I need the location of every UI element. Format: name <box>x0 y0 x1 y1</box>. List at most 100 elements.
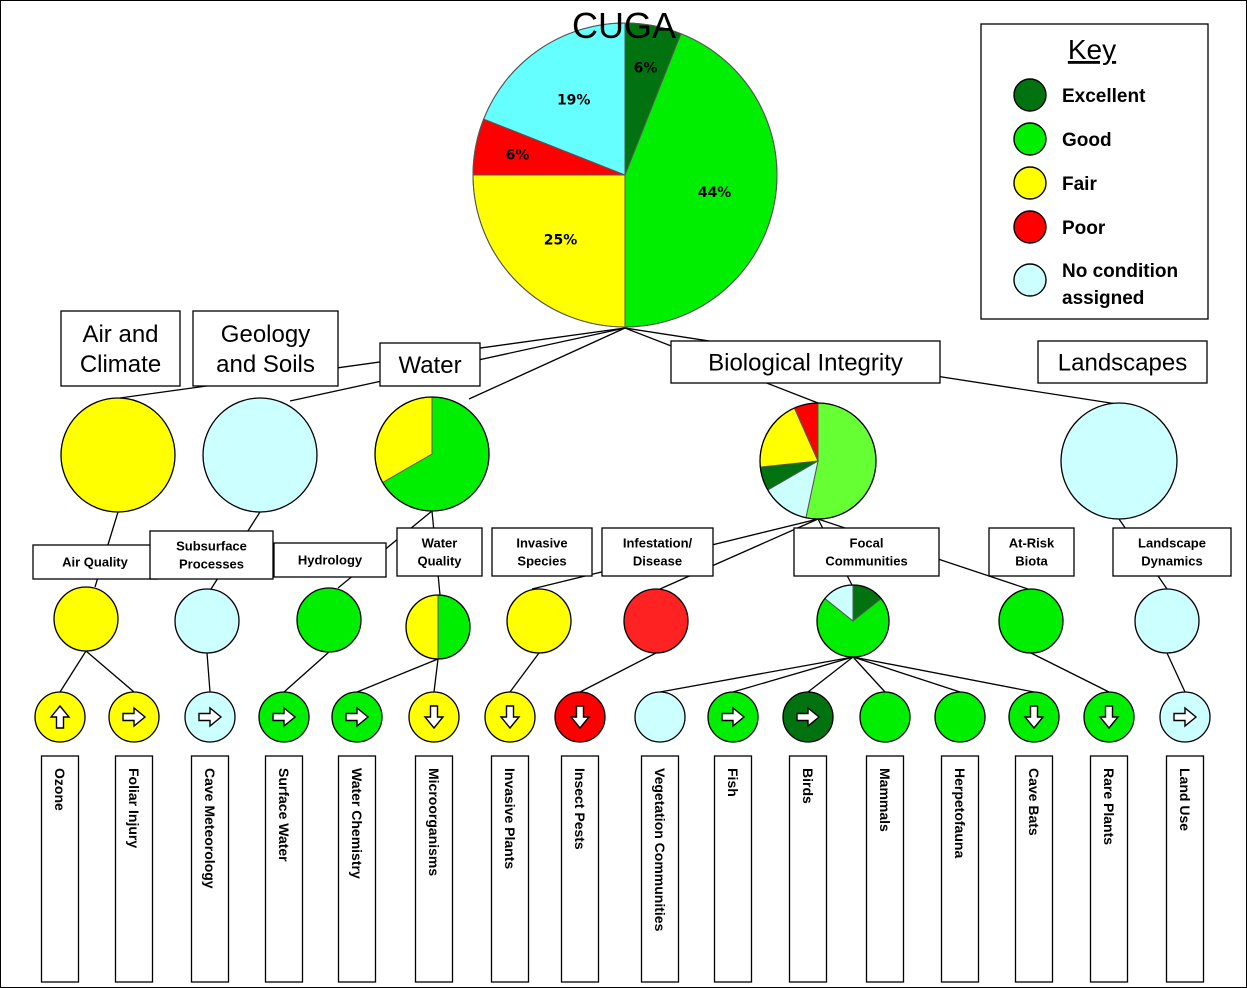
measure-label-box <box>1014 755 1054 983</box>
pie-slice-label: 44% <box>698 185 732 201</box>
measure-label: Rare Plants <box>1101 768 1117 845</box>
category-pie-geo <box>202 397 318 513</box>
pie-slice-label: 25% <box>544 233 578 249</box>
subcategory-inf-label: Disease <box>633 554 682 569</box>
category-water-box <box>379 342 481 387</box>
measure-13: Cave Bats <box>1008 691 1060 983</box>
subcategory-hyd: Hydrology <box>273 542 387 578</box>
subcategory-wq-label: Water <box>422 536 458 551</box>
measure-label-box <box>490 755 530 983</box>
subcategory-pie-landdyn <box>1134 588 1200 654</box>
subcategory-inf: Infestation/Disease <box>601 527 714 577</box>
category-air-label: Air and <box>82 321 158 348</box>
trend-down-arrow-icon <box>499 705 521 730</box>
subcategory-landdyn-box <box>1112 527 1232 577</box>
link-sub-measure <box>85 650 135 693</box>
measure-condition-circle <box>634 691 686 743</box>
measure-9: Fish <box>707 691 759 983</box>
subcategory-focal-box <box>793 527 940 577</box>
measure-label: Land Use <box>1177 768 1193 831</box>
measure-1: Foliar Injury <box>108 691 160 983</box>
measure-label: Mammals <box>877 768 893 832</box>
trend-down-arrow-icon <box>1023 705 1045 730</box>
link-sub-measure <box>59 650 87 693</box>
measure-8: Vegetation Communities <box>634 691 686 983</box>
category-pie-land <box>1060 402 1178 520</box>
category-geo-box <box>192 310 339 387</box>
subcategory-subs-box <box>149 530 274 580</box>
subcategory-pie-inv <box>506 588 572 654</box>
category-pie-geo-slice <box>202 397 318 513</box>
pie-slice-label: 6% <box>506 148 530 164</box>
measure-label-box <box>414 755 454 983</box>
category-geo-label: and Soils <box>216 351 315 378</box>
measure-label: Microorganisms <box>426 768 442 876</box>
subcategory-focal-label: Communities <box>825 554 907 569</box>
subcategory-airq: Air Quality <box>32 544 158 580</box>
subcategory-landdyn-label: Dynamics <box>1141 554 1202 569</box>
legend-swatch-fair <box>1013 166 1047 200</box>
category-pie-water-outline <box>374 396 490 512</box>
subcategory-pie-inf-slice <box>623 588 689 654</box>
subcategory-pie-hyd-slice <box>296 587 362 653</box>
subcategory-focal-label: Focal <box>850 536 884 551</box>
measure-condition-circle <box>859 691 911 743</box>
main-condition-pie-slice <box>472 174 626 328</box>
category-bio-label: Biological Integrity <box>708 350 903 377</box>
subcategory-inv-label: Species <box>517 554 566 569</box>
measure-label: Ozone <box>52 768 68 811</box>
diagram-title: CUGA <box>572 5 676 46</box>
category-water-label: Water <box>398 352 461 379</box>
measure-label: Foliar Injury <box>126 768 142 848</box>
category-pie-bio-outline <box>759 402 877 520</box>
link-sub-measure <box>852 656 1035 693</box>
link-main-water <box>468 327 626 400</box>
link-sub-measure <box>659 656 854 693</box>
measure-condition-circle <box>934 691 986 743</box>
category-air-label: Climate <box>80 351 161 378</box>
category-pie-air-slice <box>60 397 176 513</box>
measure-label-box <box>640 755 680 983</box>
category-pie-water <box>374 396 490 512</box>
subcategory-pie-inv-slice <box>506 588 572 654</box>
measure-label-box <box>788 755 828 983</box>
measure-label-box <box>940 755 980 983</box>
category-bio-box <box>670 340 941 384</box>
link-bio-inf <box>659 518 819 590</box>
measure-4: Water Chemistry <box>331 691 383 983</box>
subcategory-inf-label: Infestation/ <box>623 536 693 551</box>
pie-slice-label: 19% <box>557 93 591 109</box>
subcategory-subs-label: Processes <box>179 557 244 572</box>
subcategory-pie-atrisk <box>998 588 1064 654</box>
measure-label: Fish <box>725 768 741 797</box>
legend-label: Excellent <box>1062 86 1146 107</box>
measure-5: Microorganisms <box>408 691 460 983</box>
legend-swatch-no-condition <box>1013 263 1047 297</box>
legend-label: No condition <box>1062 261 1178 282</box>
subcategory-pie-wq-slice <box>437 594 471 660</box>
category-land-label: Landscapes <box>1058 350 1187 377</box>
trend-right-arrow-icon <box>345 706 370 728</box>
subcategory-airq-label: Air Quality <box>62 555 129 570</box>
trend-down-arrow-icon <box>1098 705 1120 730</box>
legend-label: Poor <box>1062 218 1106 239</box>
measure-15: Land Use <box>1159 691 1211 983</box>
measure-label: Water Chemistry <box>349 768 365 879</box>
category-land-box <box>1037 340 1208 384</box>
legend-label: assigned <box>1062 288 1144 309</box>
subcategory-pie-wq-slice <box>405 594 439 660</box>
category-land: Landscapes <box>1037 340 1208 384</box>
subcategory-landdyn-label: Landscape <box>1138 536 1206 551</box>
measure-11: Mammals <box>859 691 911 983</box>
category-pie-bio <box>759 402 877 520</box>
measure-label-box <box>40 755 80 983</box>
trend-right-arrow-icon <box>721 706 746 728</box>
subcategory-pie-subs-slice <box>174 588 240 654</box>
measure-label-box <box>560 755 600 983</box>
legend-label: Fair <box>1062 174 1097 195</box>
trend-right-arrow-icon <box>1173 706 1198 728</box>
